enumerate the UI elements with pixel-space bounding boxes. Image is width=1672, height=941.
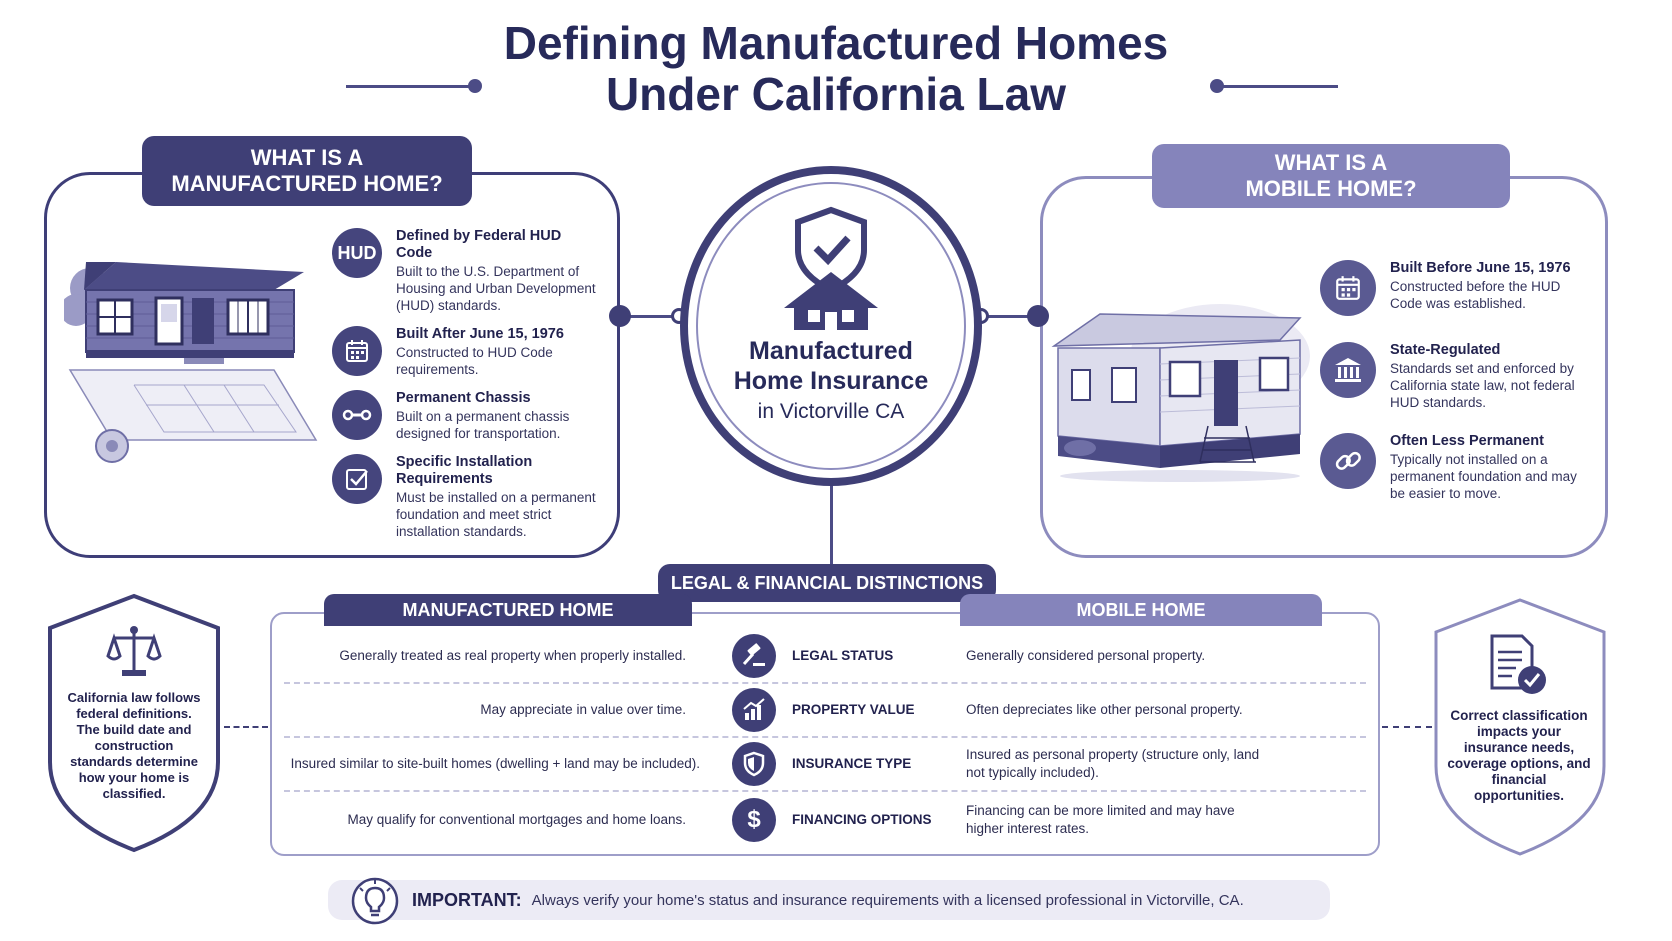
mobile-column-header: MOBILE HOME (960, 594, 1322, 626)
connector-left (620, 315, 682, 318)
center-caption: Manufactured Home Insurance in Victorvil… (700, 336, 962, 424)
title-dot-left (468, 79, 482, 93)
financing-manufactured: May qualify for conventional mortgages a… (347, 812, 686, 827)
mobile-home-heading: WHAT IS A MOBILE HOME? (1152, 144, 1510, 208)
legal-status-label: LEGAL STATUS (792, 648, 894, 663)
insurance-type-manufactured: Insured similar to site-built homes (dwe… (290, 756, 700, 771)
feature-title: Built After June 15, 1976 (396, 326, 564, 342)
feature-description: Typically not installed on a permanent f… (1390, 452, 1577, 501)
feature-title: Permanent Chassis (396, 390, 531, 406)
left-shield-frame (48, 593, 220, 853)
mobile-heading-line-1: WHAT IS A (1274, 150, 1388, 175)
feature-description: Built on a permanent chassis designed fo… (396, 409, 570, 441)
property-value-mobile: Often depreciates like other personal pr… (966, 702, 1243, 717)
feature-title: Defined by Federal HUD Code (396, 228, 562, 261)
left-shield-connector (224, 726, 268, 728)
scales-icon (106, 626, 162, 676)
feature-state-regulated: State-Regulated Standards set and enforc… (1320, 342, 1592, 411)
distinctions-table (270, 612, 1380, 856)
manufactured-home-panel (44, 172, 620, 558)
right-shield-text: Correct classification impacts your insu… (1447, 708, 1591, 803)
mobile-heading-line-2: MOBILE HOME? (1245, 176, 1417, 201)
hud-icon: HUD (332, 228, 382, 278)
feature-title: State-Regulated (1390, 342, 1501, 358)
feature-description: Constructed to HUD Code requirements. (396, 345, 553, 377)
insurance-type-mobile: Insured as personal property (structure … (966, 747, 1260, 780)
document-check-icon (1490, 634, 1546, 694)
page-title: Defining Manufactured Homes Under Califo… (380, 18, 1292, 120)
feature-text: Built After June 15, 1976 Constructed to… (396, 326, 600, 378)
row-divider (284, 682, 1366, 684)
important-text: Always verify your home's status and ins… (531, 891, 1244, 909)
manufactured-heading-line-1: WHAT IS A (250, 145, 364, 170)
checkbox-icon (332, 454, 382, 504)
shield-house-icon (784, 206, 878, 330)
feature-built-before: Built Before June 15, 1976 Constructed b… (1320, 260, 1592, 316)
shield-icon (732, 742, 776, 786)
left-shield-text: California law follows federal definitio… (67, 690, 201, 801)
feature-description: Constructed before the HUD Code was esta… (1390, 279, 1561, 311)
chassis-icon (332, 390, 382, 440)
feature-text: Permanent Chassis Built on a permanent c… (396, 390, 600, 442)
calendar-icon (332, 326, 382, 376)
title-line-1: Defining Manufactured Homes (503, 17, 1169, 69)
connector-down (830, 484, 833, 566)
feature-text: Defined by Federal HUD Code Built to the… (396, 228, 600, 314)
manufactured-heading-line-2: MANUFACTURED HOME? (171, 171, 443, 196)
feature-text: Built Before June 15, 1976 Constructed b… (1390, 260, 1592, 316)
feature-built-after: Built After June 15, 1976 Constructed to… (332, 326, 600, 378)
dollar-icon: $ (732, 798, 776, 842)
important-note: IMPORTANT: Always verify your home's sta… (328, 880, 1330, 920)
distinctions-heading: LEGAL & FINANCIAL DISTINCTIONS (658, 564, 996, 602)
legal-status-mobile: Generally considered personal property. (966, 648, 1206, 663)
property-value-label: PROPERTY VALUE (792, 702, 915, 717)
feature-title: Built Before June 15, 1976 (1390, 260, 1571, 276)
title-dot-right (1210, 79, 1224, 93)
legal-status-manufactured: Generally treated as real property when … (339, 648, 686, 663)
title-rule-right (1220, 85, 1338, 88)
gavel-icon (732, 634, 776, 678)
title-line-2: Under California Law (605, 68, 1067, 120)
feature-text: State-Regulated Standards set and enforc… (1390, 342, 1592, 411)
manufactured-home-heading: WHAT IS A MANUFACTURED HOME? (142, 136, 472, 206)
center-line-2: Home Insurance (733, 367, 929, 395)
feature-description: Built to the U.S. Department of Housing … (396, 264, 596, 313)
connector-dot-left (609, 305, 631, 327)
financing-mobile: Financing can be more limited and may ha… (966, 803, 1235, 836)
title-rule-left (346, 85, 472, 88)
row-divider (284, 736, 1366, 738)
mobile-features: Built Before June 15, 1976 Constructed b… (1320, 260, 1592, 502)
feature-permanent-chassis: Permanent Chassis Built on a permanent c… (332, 390, 600, 442)
property-value-manufactured: May appreciate in value over time. (480, 702, 686, 717)
manufactured-column-header: MANUFACTURED HOME (324, 594, 692, 626)
right-shield-connector (1382, 726, 1432, 728)
financing-label: FINANCING OPTIONS (792, 812, 932, 827)
growth-chart-icon (732, 688, 776, 732)
mobile-home-illustration (1051, 304, 1310, 482)
feature-title: Often Less Permanent (1390, 433, 1544, 449)
manufactured-home-illustration (64, 262, 318, 463)
right-shield-frame (1434, 598, 1606, 856)
lightbulb-icon (351, 877, 399, 925)
feature-title: Specific Installation Requirements (396, 454, 533, 487)
feature-installation: Specific Installation Requirements Must … (332, 454, 600, 540)
feature-description: Must be installed on a permanent foundat… (396, 490, 596, 539)
important-label: IMPORTANT: (412, 889, 522, 910)
connector-dot-right (1027, 305, 1049, 327)
feature-less-permanent: Often Less Permanent Typically not insta… (1320, 433, 1592, 502)
calendar-icon (1320, 260, 1376, 316)
insurance-type-label: INSURANCE TYPE (792, 756, 912, 771)
feature-text: Specific Installation Requirements Must … (396, 454, 600, 540)
chain-link-icon (1320, 433, 1376, 489)
manufactured-features: HUD Defined by Federal HUD Code Built to… (332, 228, 600, 540)
feature-hud-code: HUD Defined by Federal HUD Code Built to… (332, 228, 600, 314)
feature-text: Often Less Permanent Typically not insta… (1390, 433, 1592, 502)
feature-description: Standards set and enforced by California… (1390, 361, 1575, 410)
bank-icon (1320, 342, 1376, 398)
connector-right (975, 315, 1037, 318)
center-line-1: Manufactured (749, 337, 913, 365)
center-line-3: in Victorville CA (757, 400, 905, 423)
row-divider (284, 790, 1366, 792)
